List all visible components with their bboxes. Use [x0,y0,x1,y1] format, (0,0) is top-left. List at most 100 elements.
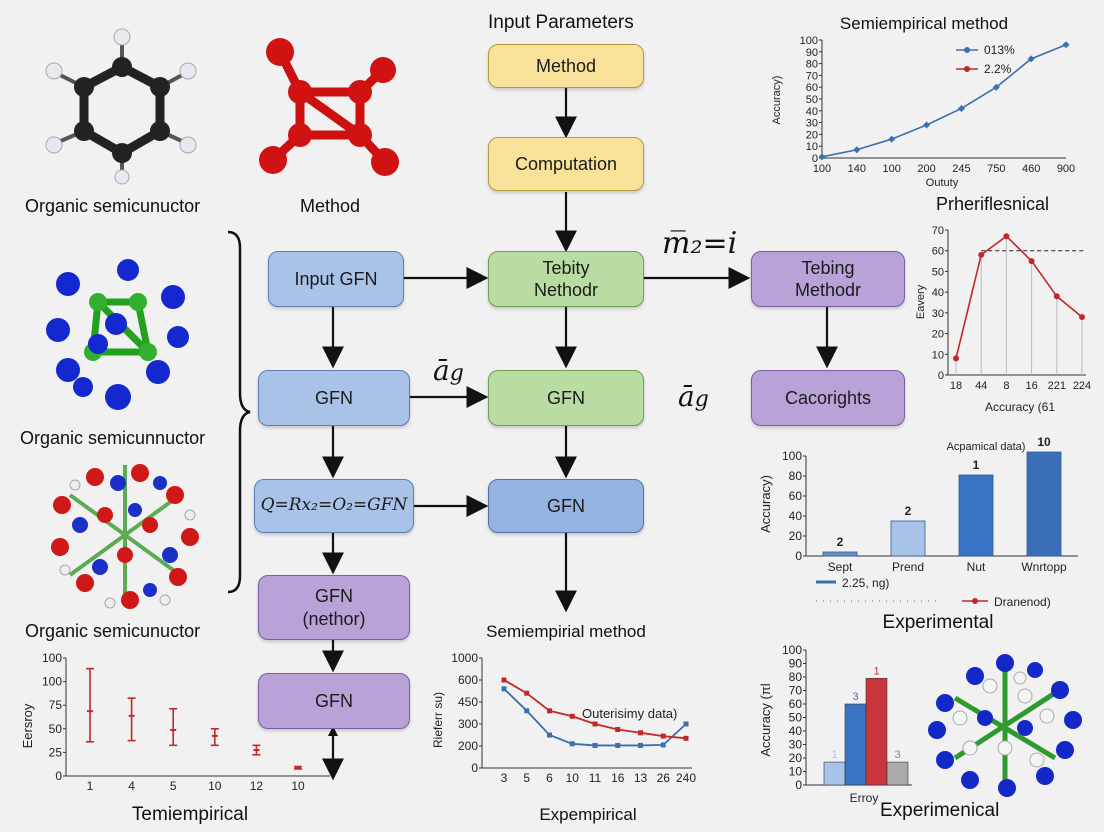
c2-ytick: 70 [932,225,944,237]
equation-dg-right: āg [678,380,709,413]
c6-xlabel: Erroy [850,791,879,805]
c2-point [1079,314,1085,320]
molecule-label-3: Organic semicunnuctor [20,428,206,448]
c5-point [569,741,575,747]
c3-ytick: 40 [789,509,803,523]
c5-title: Semiempirial method [486,622,646,641]
equation-m2: m̅₂=i [662,226,738,261]
c1-xtick: 140 [848,163,866,175]
method-box: Method [488,44,644,88]
c6-data-label: 3 [894,749,900,761]
c6-ytick: 30 [789,738,803,752]
c2-xtick: 8 [1003,380,1009,392]
c5-point [501,686,507,692]
c6-bar [844,703,867,786]
c5-ytick: 450 [458,695,478,709]
c4-xtick: 10 [208,779,222,793]
c5-xlabel: Expempirical [539,805,636,824]
c1-point [818,153,826,161]
c5-xtick: 10 [566,771,580,785]
c2-point [1028,258,1035,265]
c6-ylabel: Accuracy (πl [758,683,773,756]
c5-point [501,677,507,683]
c5-point [615,727,621,732]
c5-point [660,733,666,739]
c3-data-label: 2 [837,535,844,549]
equation-dg-left: āg [433,354,464,387]
c5-point [638,742,643,748]
c5-point [547,732,552,738]
c6-ytick: 20 [789,751,803,765]
gfn-left-box: GFN [258,370,410,426]
benzene-molecule [45,28,197,185]
equation-dg-left-symbol: ā [433,354,450,387]
cage-molecule [51,464,199,609]
input-gfn-box: Input GFN [268,251,404,307]
c3-data-label: 1 [973,458,980,472]
c2-xtick: 44 [975,380,987,392]
c3-xtick: Nut [967,560,986,574]
c1-xtick: 460 [1022,163,1040,175]
diagram-title: Input Parameters [488,12,634,33]
c1-xtick: 750 [987,163,1005,175]
c6-ytick: 90 [789,657,803,671]
c1-point [992,83,1000,91]
c3-xtick: Wnrtopp [1021,560,1067,574]
c2-ytick: 40 [932,287,944,299]
c1-series-line [821,43,1067,158]
c1-ytick: 90 [806,47,818,59]
oxide-molecule [259,38,399,176]
c5-xtick: 3 [501,771,508,785]
c3-ytick: 60 [789,489,803,503]
c2-point [978,251,985,258]
c3-bar [1026,451,1062,557]
c1-ytick: 40 [806,106,818,118]
c5-point [683,735,689,741]
c1-ytick: 0 [812,153,818,165]
c1-ytick: 30 [806,118,818,130]
c6-ytick: 70 [789,684,803,698]
c4-xtick: 10 [291,779,305,793]
c5-annotation: Outerisimy data) [582,706,677,721]
c4-xtick: 1 [87,779,94,793]
c1-legend-marker [964,66,970,72]
c3-title: Acpamical data) [947,441,1026,453]
c6-bar [865,678,888,786]
c1-point [888,135,896,143]
c4-ytick: 25 [49,745,63,759]
c6-data-label: 3 [852,691,858,703]
c1-ytick: 50 [806,94,818,106]
c2-point [953,355,959,362]
c1-point [957,104,965,112]
gfn-bottom-box: GFN [258,673,410,729]
c5-xtick: 240 [676,771,696,785]
c1-title: Semiempirical method [840,14,1008,33]
gfn-middle-box-2: GFN [488,479,644,533]
molecule-label-2: Method [300,196,361,216]
c3-xlabel: Experimental [883,612,994,632]
c6-ytick: 0 [795,778,802,792]
c1-point [1027,55,1035,63]
c3-bar [822,551,858,557]
c1-ytick: 20 [806,129,818,141]
nanocluster-molecule [928,654,1082,797]
tebity-nethodr-box: Tebity Nethodr [488,251,644,307]
computation-box: Computation [488,137,644,191]
c2-ylabel: Eavery [916,284,927,319]
cacorights-box: Cacorights [751,370,905,426]
c2-xlabel: Accuracy (61 [985,400,1055,414]
c5-xtick: 26 [657,771,671,785]
c2-xtick: 18 [950,380,962,392]
c2-ytick: 0 [938,370,944,382]
c5-xtick: 6 [546,771,553,785]
c2-xtick: 224 [1073,380,1091,392]
equation-dg-right-symbol: ā [678,380,695,413]
c1-ylabel: Accuracy) [771,76,783,125]
c4-xlabel: Temiempirical [132,804,248,825]
c1-point [923,121,931,129]
c3-data-label: 10 [1037,435,1051,449]
